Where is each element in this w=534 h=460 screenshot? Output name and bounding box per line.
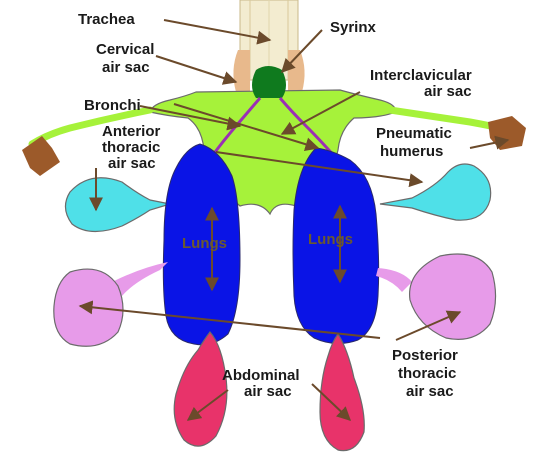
label-posterior-3: air sac <box>406 383 454 400</box>
label-interclavicular-2: air sac <box>424 83 472 100</box>
label-abdominal-2: air sac <box>244 383 292 400</box>
label-abdominal-1: Abdominal <box>222 367 300 384</box>
label-trachea: Trachea <box>78 11 135 28</box>
label-lungs-right: Lungs <box>308 231 353 248</box>
label-posterior-1: Posterior <box>392 347 458 364</box>
label-cervical-2: air sac <box>102 59 150 76</box>
label-posterior-2: thoracic <box>398 365 456 382</box>
label-anterior-3: air sac <box>108 155 156 172</box>
posterior-thoracic-air-sac <box>54 254 496 346</box>
label-syrinx: Syrinx <box>330 19 377 36</box>
label-anterior-1: Anterior <box>102 123 161 140</box>
label-pneumatic-1: Pneumatic <box>376 125 452 142</box>
syrinx <box>252 66 286 98</box>
label-bronchi: Bronchi <box>84 97 141 114</box>
label-anterior-2: thoracic <box>102 139 160 156</box>
label-lungs-left: Lungs <box>182 235 227 252</box>
label-cervical-1: Cervical <box>96 41 154 58</box>
label-interclavicular-1: Interclavicular <box>370 67 472 84</box>
label-pneumatic-2: humerus <box>380 143 443 160</box>
